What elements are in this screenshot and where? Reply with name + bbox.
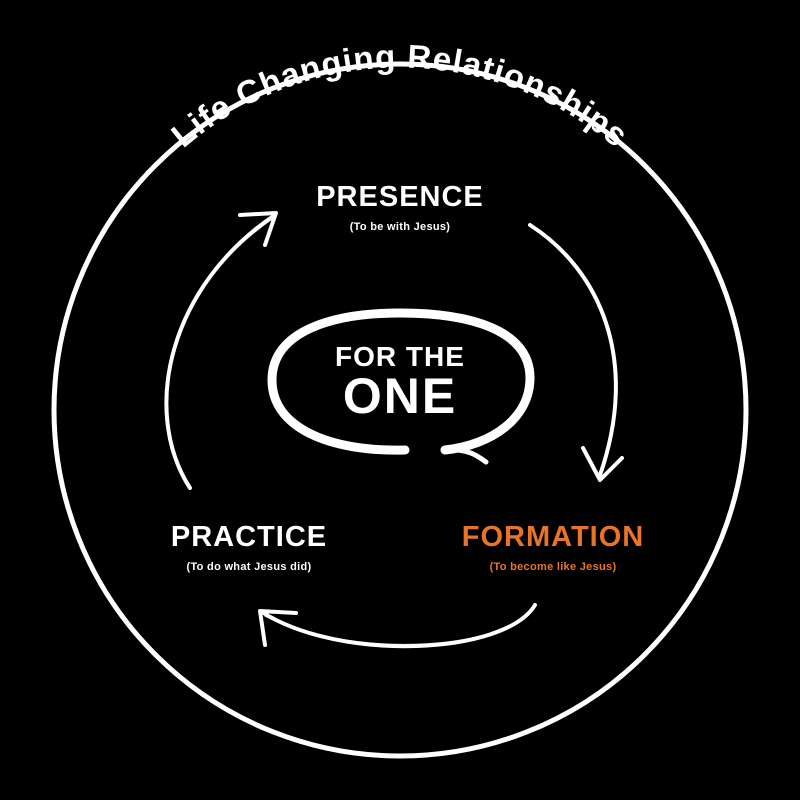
- formation-subtitle: (To become like Jesus): [489, 561, 617, 573]
- node-formation: FORMATION (To become like Jesus): [423, 521, 683, 574]
- heading-arc-text: Life Changing Relationships: [164, 38, 636, 155]
- practice-title: PRACTICE: [170, 521, 328, 553]
- center-label: FOR THE ONE: [300, 341, 500, 424]
- presence-subtitle: (To be with Jesus): [349, 221, 451, 233]
- center-line-2: ONE: [342, 368, 458, 424]
- arrow-formation-to-practice: [258, 603, 537, 649]
- center-line-1: FOR THE: [335, 341, 465, 372]
- presence-title: PRESENCE: [316, 181, 484, 213]
- arrow-practice-to-presence: [164, 211, 278, 490]
- node-practice: PRACTICE (To do what Jesus did): [119, 521, 379, 574]
- formation-title: FORMATION: [461, 521, 645, 553]
- outer-ring: [51, 61, 749, 759]
- node-presence: PRESENCE (To be with Jesus): [270, 181, 530, 234]
- center-ellipse: [267, 308, 535, 465]
- practice-subtitle: (To do what Jesus did): [186, 561, 312, 573]
- arrow-presence-to-formation: [528, 223, 624, 482]
